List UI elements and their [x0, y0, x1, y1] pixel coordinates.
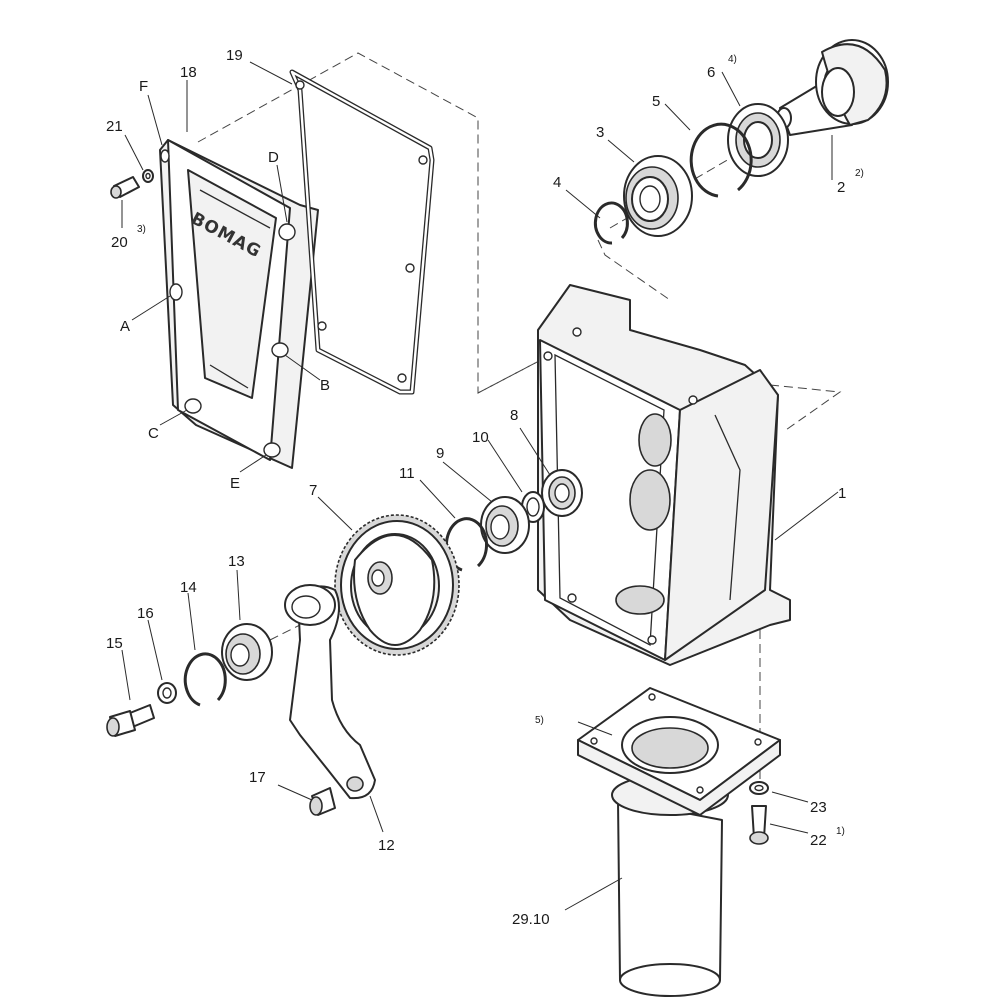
- label-23: 23: [810, 799, 827, 816]
- cover-plate-18: BOMAG: [159, 139, 319, 469]
- bearing-3: [623, 155, 693, 237]
- label-8: 8: [510, 407, 518, 424]
- screw-20: [110, 176, 140, 199]
- mount-29-10: [577, 687, 781, 997]
- bolt-15: [106, 704, 155, 737]
- footnote-5: 5): [535, 715, 544, 726]
- washer-23: [749, 781, 769, 795]
- gasket-19: [289, 69, 435, 395]
- label-4: 4: [553, 174, 561, 191]
- hole-d: [278, 223, 296, 241]
- label-17: 17: [249, 769, 266, 786]
- circlip-4: [593, 201, 629, 245]
- hole-c: [184, 398, 202, 414]
- label-b: B: [320, 377, 330, 394]
- bearing-13: [221, 623, 273, 681]
- hole-a: [169, 283, 183, 301]
- label-e: E: [230, 475, 240, 492]
- gear-7: [334, 514, 460, 656]
- housing-1: [537, 284, 791, 666]
- label-21: 21: [106, 118, 123, 135]
- label-22: 22: [810, 832, 827, 849]
- label-5: 5: [652, 93, 660, 110]
- footnote-2: 2): [855, 168, 864, 179]
- screw-22: [749, 805, 769, 845]
- label-10: 10: [472, 429, 489, 446]
- label-9: 9: [436, 445, 444, 462]
- label-3: 3: [596, 124, 604, 141]
- circlip-5: [689, 122, 753, 198]
- label-18: 18: [180, 64, 197, 81]
- washer-21: [142, 169, 154, 183]
- label-f: F: [139, 78, 148, 95]
- hole-f: [160, 149, 170, 163]
- label-29-10: 29.10: [512, 911, 550, 928]
- label-19: 19: [226, 47, 243, 64]
- callout-labels: 18 19 F 21 20 3) D A B C E 2 2) 6 4) 5 3…: [106, 47, 864, 928]
- footnote-1: 1): [836, 826, 845, 837]
- pin-17: [309, 787, 336, 816]
- label-13: 13: [228, 553, 245, 570]
- label-11: 11: [399, 465, 415, 482]
- hole-e: [263, 442, 281, 458]
- leader-lines: [121, 61, 839, 911]
- footnote-4: 4): [728, 54, 737, 65]
- bearing-6: [727, 103, 789, 177]
- label-6: 6: [707, 64, 715, 81]
- lever-12: [284, 584, 376, 800]
- washer-16: [157, 682, 177, 704]
- label-c: C: [148, 425, 159, 442]
- label-14: 14: [180, 579, 197, 596]
- bearing-9: [480, 496, 530, 554]
- footnote-3: 3): [137, 224, 146, 235]
- hole-b: [271, 342, 289, 358]
- label-15: 15: [106, 635, 123, 652]
- bearing-8: [541, 469, 583, 517]
- label-1: 1: [838, 485, 846, 502]
- label-16: 16: [137, 605, 154, 622]
- label-2: 2: [837, 179, 845, 196]
- label-7: 7: [309, 482, 317, 499]
- label-a: A: [120, 318, 130, 335]
- label-12: 12: [378, 837, 395, 854]
- circlip-14: [183, 652, 227, 707]
- label-20: 20: [111, 234, 128, 251]
- label-d: D: [268, 149, 279, 166]
- shaft-2: [776, 39, 889, 136]
